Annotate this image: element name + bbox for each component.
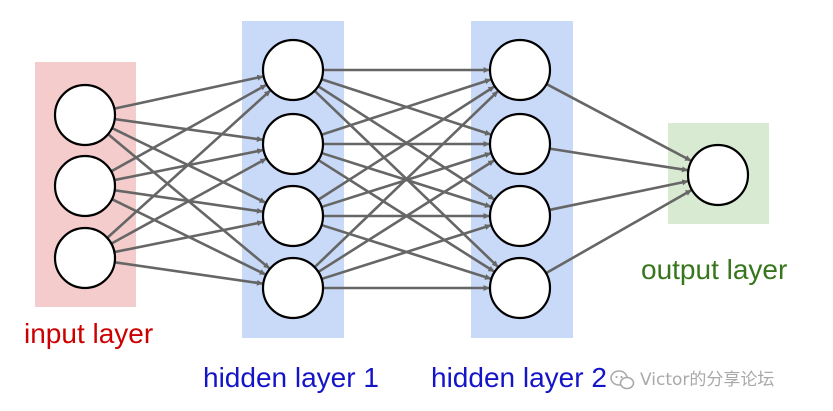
edge-input-1-to-hidden-1-1 xyxy=(114,74,264,110)
wechat-icon xyxy=(610,370,635,390)
watermark: Victor的分享论坛 xyxy=(610,370,774,390)
hidden-2-neuron-1 xyxy=(488,38,552,102)
input-neuron-1 xyxy=(53,83,117,147)
edge-hidden-1-3-to-hidden-2-1 xyxy=(317,85,495,201)
hidden-2-neuron-2 xyxy=(488,112,552,176)
edge-input-3-to-hidden-1-2 xyxy=(110,157,267,245)
watermark-text: Victor的分享论坛 xyxy=(640,370,774,390)
input-neuron-2 xyxy=(53,154,117,218)
input-neuron-3 xyxy=(53,226,117,290)
edge-hidden-2-3-to-output-1 xyxy=(549,179,689,212)
edge-hidden-1-2-to-hidden-2-1 xyxy=(321,78,492,136)
hidden-1-neuron-3 xyxy=(261,184,325,248)
edge-hidden-2-1-to-output-1 xyxy=(545,82,692,162)
input-layer-label: input layer xyxy=(24,318,153,349)
edge-input-2-to-hidden-1-1 xyxy=(110,83,267,173)
edge-input-3-to-hidden-1-1 xyxy=(106,89,271,239)
edge-hidden-1-4-to-hidden-2-1 xyxy=(313,90,499,269)
edge-hidden-2-4-to-output-1 xyxy=(545,189,692,275)
edge-hidden-1-4-to-hidden-2-3 xyxy=(321,224,492,281)
hidden-1-neuron-2 xyxy=(261,112,325,176)
output-neuron-1 xyxy=(686,143,750,207)
output-layer-label: output layer xyxy=(641,254,787,285)
edge-input-3-to-hidden-1-4 xyxy=(114,260,263,286)
neurons xyxy=(53,38,750,320)
hidden-2-neuron-4 xyxy=(488,256,552,320)
hidden-layer-2-label: hidden layer 2 xyxy=(431,362,607,393)
edge-input-3-to-hidden-1-3 xyxy=(114,220,264,254)
hidden-2-neuron-3 xyxy=(488,184,552,248)
edge-hidden-1-4-to-hidden-2-2 xyxy=(317,159,495,274)
edge-hidden-2-2-to-output-1 xyxy=(549,147,688,173)
hidden-layer-1-label: hidden layer 1 xyxy=(203,362,379,393)
hidden-1-neuron-1 xyxy=(261,38,325,102)
hidden-1-neuron-4 xyxy=(261,256,325,320)
connections xyxy=(106,67,692,291)
